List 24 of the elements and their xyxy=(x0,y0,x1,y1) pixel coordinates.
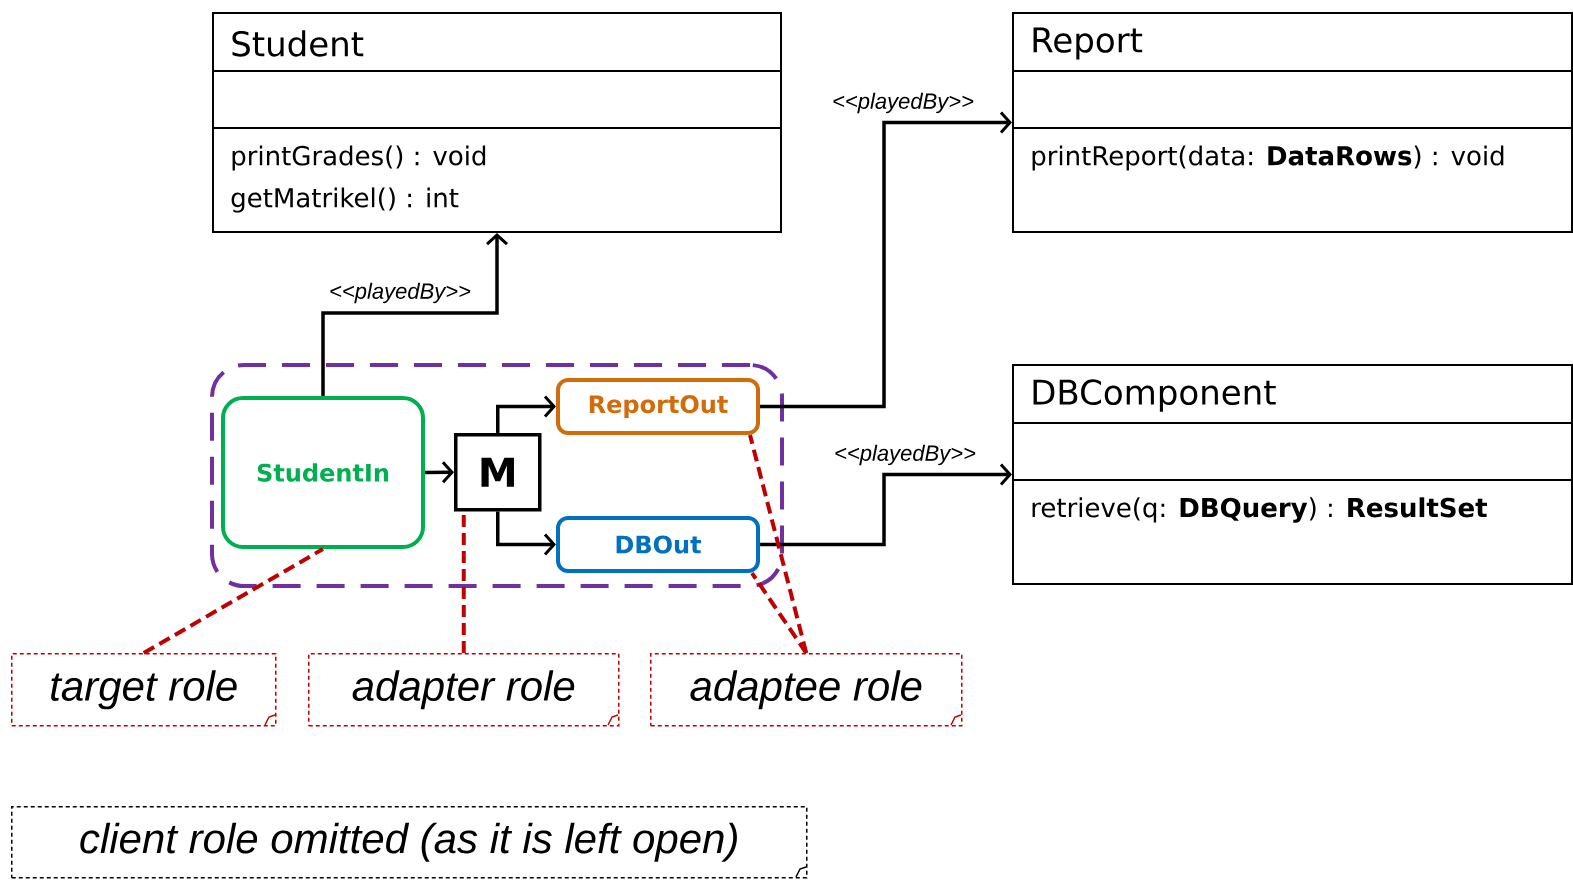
edge-label: <<playedBy>> xyxy=(833,443,977,467)
edge-label: <<playedBy>> xyxy=(831,91,975,115)
arrow xyxy=(760,463,1012,547)
class-box: Student printGrades() : void getMatrikel() : int xyxy=(211,12,782,233)
arrow xyxy=(496,395,556,433)
arrow xyxy=(321,233,508,396)
role-box: ReportOut xyxy=(556,378,760,435)
note-box: adaptee role xyxy=(650,653,963,727)
arrow xyxy=(496,511,556,556)
note-box: client role omitted (as it is left open) xyxy=(11,806,808,879)
arrow xyxy=(425,461,454,484)
dashed-boundary xyxy=(210,363,784,588)
role-box: StudentIn xyxy=(221,396,425,549)
arrow xyxy=(760,111,1012,409)
edge-label: <<playedBy>> xyxy=(328,281,472,305)
role-box: DBOut xyxy=(556,516,760,573)
leader-line xyxy=(750,571,808,655)
note-box: target role xyxy=(11,653,277,727)
mediator-box: M xyxy=(454,433,542,512)
note-box: adapter role xyxy=(308,653,620,727)
class-box: DBComponent retrieve(q: DBQuery) : ResultSet xyxy=(1011,364,1573,585)
leader-line xyxy=(748,434,809,654)
leader-line xyxy=(142,547,324,655)
class-box: Report printReport(data: DataRows) : void xyxy=(1011,12,1573,233)
